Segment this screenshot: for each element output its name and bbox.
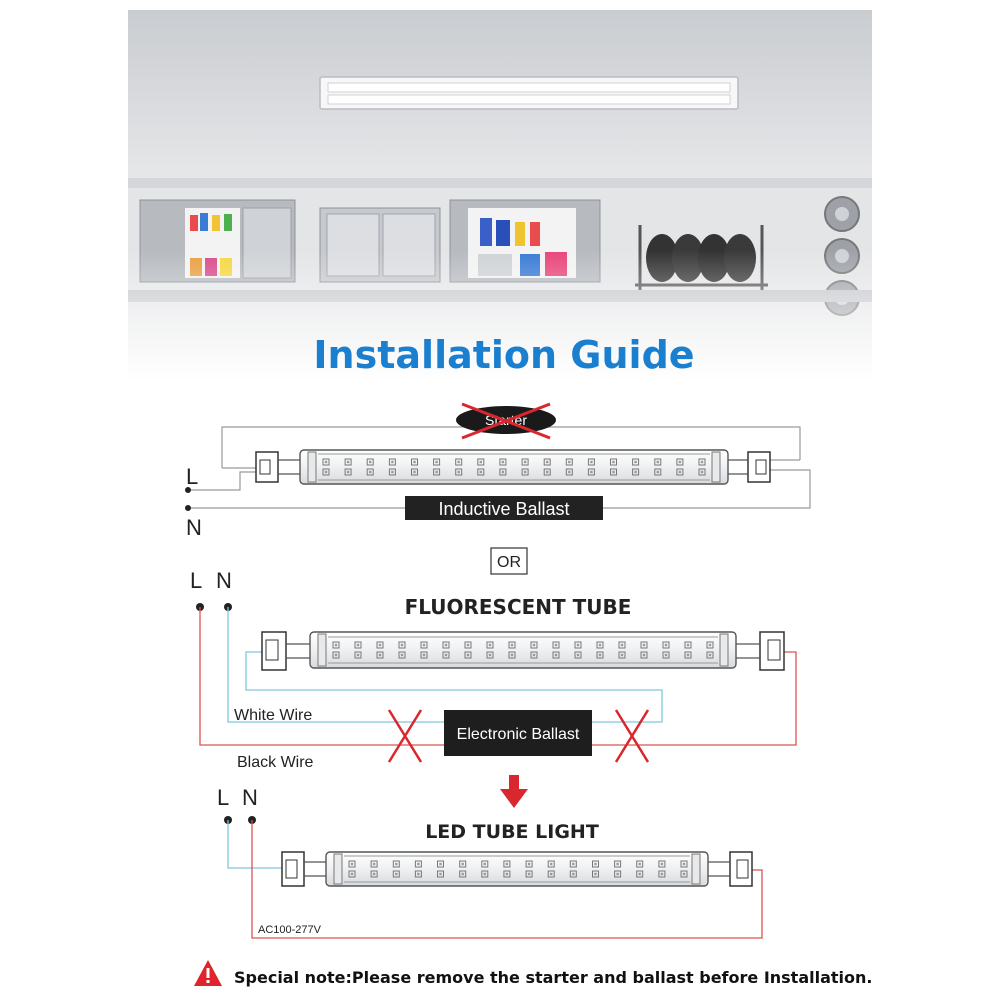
or-separator-label: OR bbox=[497, 554, 521, 571]
line-label-3: L bbox=[217, 785, 229, 810]
neutral-label-3: N bbox=[242, 785, 258, 810]
diagram-led-tube: L N LED TUBE LIGHT AC100-277V bbox=[217, 785, 763, 939]
voltage-label: AC100-277V bbox=[258, 924, 322, 936]
neutral-label: N bbox=[186, 515, 202, 540]
ceiling-beam bbox=[128, 178, 872, 188]
arrow-down-icon bbox=[500, 775, 528, 808]
or-separator-box bbox=[490, 547, 528, 575]
ceiling-light-fixture bbox=[319, 76, 739, 110]
electronic-ballast-label: Electronic Ballast bbox=[457, 726, 580, 743]
line-label: L bbox=[186, 464, 198, 489]
neutral-wire bbox=[188, 469, 811, 509]
warning-triangle-icon bbox=[194, 960, 222, 986]
starter-crossed-icon: Starter bbox=[456, 402, 556, 440]
socket-right-3 bbox=[708, 851, 753, 887]
special-note-text: Special note:Please remove the starter a… bbox=[234, 968, 872, 987]
white-wire-path bbox=[227, 607, 663, 723]
cross-mark-left-icon bbox=[387, 709, 423, 763]
diagram-electronic-ballast: L N FLUORESCENT TUBE White Wire Black Wi… bbox=[190, 568, 797, 771]
black-wire-label: Black Wire bbox=[237, 754, 314, 771]
line-label-2: L bbox=[190, 568, 202, 593]
photo-fade bbox=[128, 250, 872, 382]
led-tube-title: LED TUBE LIGHT bbox=[425, 821, 599, 843]
socket-right-2 bbox=[736, 631, 785, 671]
fluorescent-tube-title: FLUORESCENT TUBE bbox=[405, 595, 632, 619]
led-neutral-wire bbox=[251, 820, 763, 939]
socket-left-1 bbox=[255, 451, 300, 483]
line-wire bbox=[188, 471, 256, 491]
led-line-wire bbox=[227, 820, 282, 869]
electronic-ballast-box bbox=[444, 710, 592, 756]
garage-photo bbox=[128, 10, 872, 382]
cross-mark-right-icon bbox=[614, 709, 650, 763]
white-wire-label: White Wire bbox=[234, 707, 312, 724]
diagram-inductive-ballast: Starter L N Inductive Ballast bbox=[185, 402, 811, 540]
inductive-ballast-label: Inductive Ballast bbox=[438, 499, 569, 519]
socket-left-2 bbox=[261, 631, 310, 671]
inductive-ballast-box bbox=[405, 496, 603, 520]
socket-left-3 bbox=[281, 851, 326, 887]
tube-3 bbox=[325, 851, 709, 887]
special-note: Special note:Please remove the starter a… bbox=[194, 960, 872, 987]
socket-right-1 bbox=[728, 451, 771, 483]
black-wire-path bbox=[199, 607, 797, 746]
page-title: Installation Guide bbox=[313, 333, 694, 377]
neutral-label-2: N bbox=[216, 568, 232, 593]
tube-1 bbox=[299, 449, 729, 485]
tube-2 bbox=[309, 631, 737, 669]
